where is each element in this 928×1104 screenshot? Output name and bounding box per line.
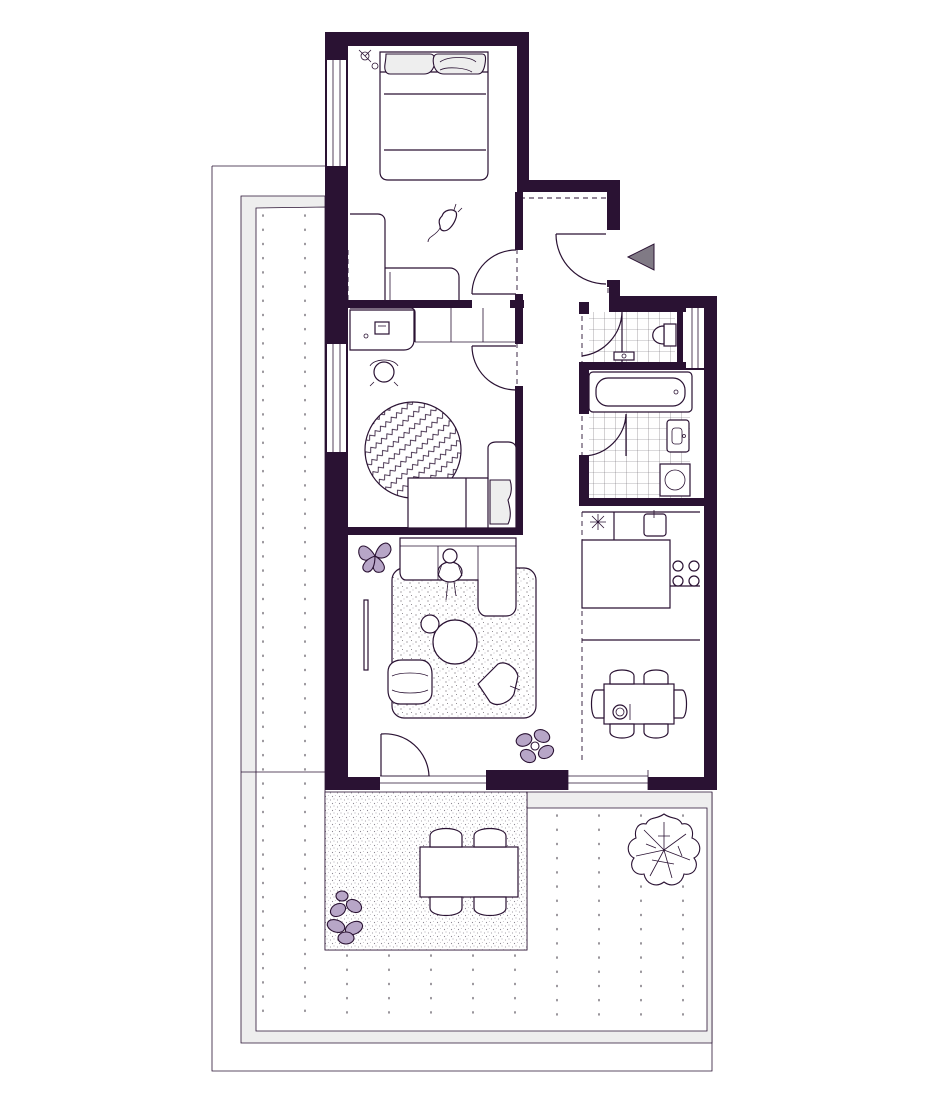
washbasin-icon xyxy=(666,419,690,453)
shrub-icon xyxy=(627,813,701,886)
wc xyxy=(613,323,677,361)
triangle-left-icon xyxy=(626,243,655,271)
patio-table xyxy=(419,846,519,898)
bed xyxy=(379,51,489,181)
plant-icon-2 xyxy=(515,729,555,764)
bathroom xyxy=(588,371,693,497)
sink-icon xyxy=(643,510,667,537)
stove-icon xyxy=(672,560,700,587)
potted-plant-icon xyxy=(326,890,364,945)
dining-chair xyxy=(590,669,688,739)
star-icon xyxy=(590,514,606,530)
desk-chair xyxy=(369,359,399,387)
coffee-table xyxy=(420,614,478,665)
study xyxy=(349,309,517,529)
sofa-bed xyxy=(407,441,517,529)
wc-sink-icon xyxy=(613,351,635,361)
washing-machine-icon xyxy=(659,463,691,497)
person-icon xyxy=(437,548,463,601)
cat-icon xyxy=(427,203,463,243)
grass-dots xyxy=(262,214,684,1025)
doors xyxy=(380,230,627,777)
toilet-icon xyxy=(652,323,677,347)
living-room xyxy=(358,537,555,764)
plate-icon xyxy=(612,704,631,720)
armchair xyxy=(387,659,521,706)
bathtub-icon xyxy=(588,371,693,413)
patio-chair xyxy=(429,827,507,917)
bedroom xyxy=(358,49,489,243)
kitchen xyxy=(590,510,700,587)
desk xyxy=(349,309,415,351)
dining-area xyxy=(590,669,688,739)
lamp-icon xyxy=(358,49,379,70)
walls xyxy=(325,32,717,790)
patio xyxy=(324,791,528,951)
windows xyxy=(327,60,704,790)
plant-icon xyxy=(358,542,392,573)
